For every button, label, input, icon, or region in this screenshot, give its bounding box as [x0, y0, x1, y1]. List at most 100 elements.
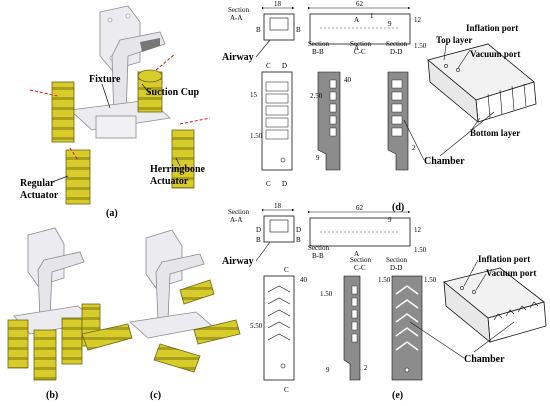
- d-dim-1-50: 1.50: [414, 42, 427, 50]
- fixture-backplate-b: [27, 227, 65, 287]
- e-section-dd-label: Section: [386, 256, 407, 264]
- panel-b-tag: (b): [46, 390, 58, 401]
- e-section-aa-label: Section: [228, 208, 249, 216]
- regular-actuator-left: [51, 81, 75, 143]
- d-dim-12: 12: [414, 16, 422, 24]
- e-mark-d2: D: [296, 226, 301, 234]
- d-inflation-port-label: Inflation port: [466, 23, 518, 33]
- e-section-bb-label: Section: [308, 244, 329, 252]
- e-chamber-label: Chamber: [464, 354, 505, 365]
- d-chamber-label: Chamber: [424, 156, 465, 167]
- e-dim-5-50: 5.50: [250, 322, 263, 330]
- actuator-b3: [61, 317, 83, 365]
- label-regular-line2: Actuator: [20, 190, 59, 201]
- e-section-bb-name: B-B: [312, 252, 324, 260]
- d-dim-18: 18: [274, 0, 282, 8]
- label-regular-line1: Regular: [20, 178, 55, 189]
- panel-d-tag: (d): [392, 202, 404, 213]
- d-mark-c2: C: [266, 180, 271, 188]
- e-section-cc-name: C-C: [354, 264, 366, 272]
- d-top-layer-label: Top layer: [436, 35, 472, 45]
- e-dim-2: 2: [364, 364, 368, 372]
- panel-a: Fixture Suction Cup Regular Actuator Her…: [20, 5, 211, 219]
- d-mark-d2: D: [282, 180, 287, 188]
- d-mark-b2: B: [296, 26, 301, 34]
- d-section-bb-label: Section: [308, 40, 329, 48]
- e-mark-b: B: [256, 236, 261, 244]
- e-dim-1-50: 1.50: [414, 246, 427, 254]
- e-mark-c2: C: [284, 386, 289, 394]
- d-front-chambers: [265, 81, 289, 140]
- e-aa-profile: [263, 215, 295, 243]
- d-section-bb-name: B-B: [312, 48, 324, 56]
- d-section-cc-label: Section: [350, 40, 371, 48]
- e-section-aa-name: A-A: [230, 216, 242, 224]
- panel-c: (c): [81, 229, 241, 401]
- e-inflation-port-label: Inflation port: [478, 254, 530, 264]
- d-section-dd-label: Section: [386, 40, 407, 48]
- d-dim-40: 40: [344, 76, 352, 84]
- label-herringbone-line1: Herringbone: [150, 164, 206, 175]
- d-dim-9: 9: [388, 20, 392, 28]
- actuator-c-left: [81, 323, 133, 351]
- panel-e: Section A-A 18 D D B B 62 9 12 1.50 A Ai…: [222, 202, 547, 401]
- d-dim-1-50b: 1.50: [250, 132, 263, 140]
- d-bb-section: [317, 71, 341, 171]
- e-mark-b2: B: [296, 236, 301, 244]
- e-front-chevrons: [267, 285, 291, 341]
- e-dim-18: 18: [274, 202, 282, 210]
- actuator-c-front: [153, 343, 201, 373]
- d-section-aa-name: A-A: [230, 14, 242, 22]
- e-dim-1-50d: 1.50: [424, 276, 437, 284]
- actuator-c-back: [179, 279, 215, 305]
- e-dd-chevrons: [395, 285, 419, 351]
- herringbone-actuator: [171, 129, 195, 189]
- e-section-dd-name: D-D: [390, 264, 402, 272]
- suction-cup: [137, 69, 163, 83]
- d-bottom-layer-label: Bottom layer: [470, 128, 520, 138]
- d-vacuum-port-label: Vacuum port: [470, 49, 520, 59]
- panel-b: (b): [7, 227, 101, 401]
- d-front-view: [261, 71, 293, 171]
- e-dim-1-50c: 1.50: [378, 276, 391, 284]
- d-top-view: [309, 13, 411, 45]
- d-dim-62: 62: [356, 0, 364, 8]
- label-suction-cup: Suction Cup: [146, 87, 200, 98]
- panel-e-tag: (e): [392, 390, 403, 401]
- e-front-view: [263, 275, 295, 381]
- panel-a-tag: (a): [106, 208, 118, 219]
- actuator-b2: [33, 329, 57, 381]
- d-dim-2-50: 2.50: [310, 92, 323, 100]
- e-mark-d: D: [256, 226, 261, 234]
- d-aa-profile: [263, 13, 295, 41]
- e-dim-1-50b: 1.50: [320, 290, 333, 298]
- e-airway-label: Airway: [222, 256, 254, 267]
- d-dim-1: 1: [370, 12, 374, 20]
- e-dim-12: 12: [414, 226, 422, 234]
- d-dim-2: 2: [412, 144, 416, 152]
- d-section-dd-name: D-D: [390, 48, 402, 56]
- e-mark-c: C: [284, 266, 289, 274]
- e-vacuum-port-label: Vacuum port: [486, 268, 536, 278]
- d-section-cc-name: C-C: [354, 48, 366, 56]
- fixture-rib: [140, 38, 160, 52]
- e-dim-62: 62: [356, 204, 364, 212]
- d-section-aa-label: Section: [228, 6, 249, 14]
- fixture-arm: [111, 31, 166, 121]
- panel-d: Section A-A 18 B B 62 1 9 12 1.50 A A Ai…: [222, 0, 537, 213]
- actuator-c-right: [193, 319, 241, 345]
- actuator-b1: [7, 319, 29, 369]
- d-mark-d: D: [282, 62, 287, 70]
- d-mark-a: A: [354, 16, 359, 24]
- d-mark-c: C: [266, 62, 271, 70]
- e-mark-a: A: [354, 250, 359, 258]
- d-mark-a2: A: [354, 44, 359, 52]
- e-dim-40: 40: [300, 276, 308, 284]
- label-herringbone-line2: Actuator: [150, 176, 189, 187]
- panel-c-tag: (c): [150, 390, 161, 401]
- e-dim-9: 9: [388, 216, 392, 224]
- d-dim-9b: 9: [316, 154, 320, 162]
- regular-actuator: [65, 149, 91, 205]
- d-airway-label: Airway: [222, 52, 254, 63]
